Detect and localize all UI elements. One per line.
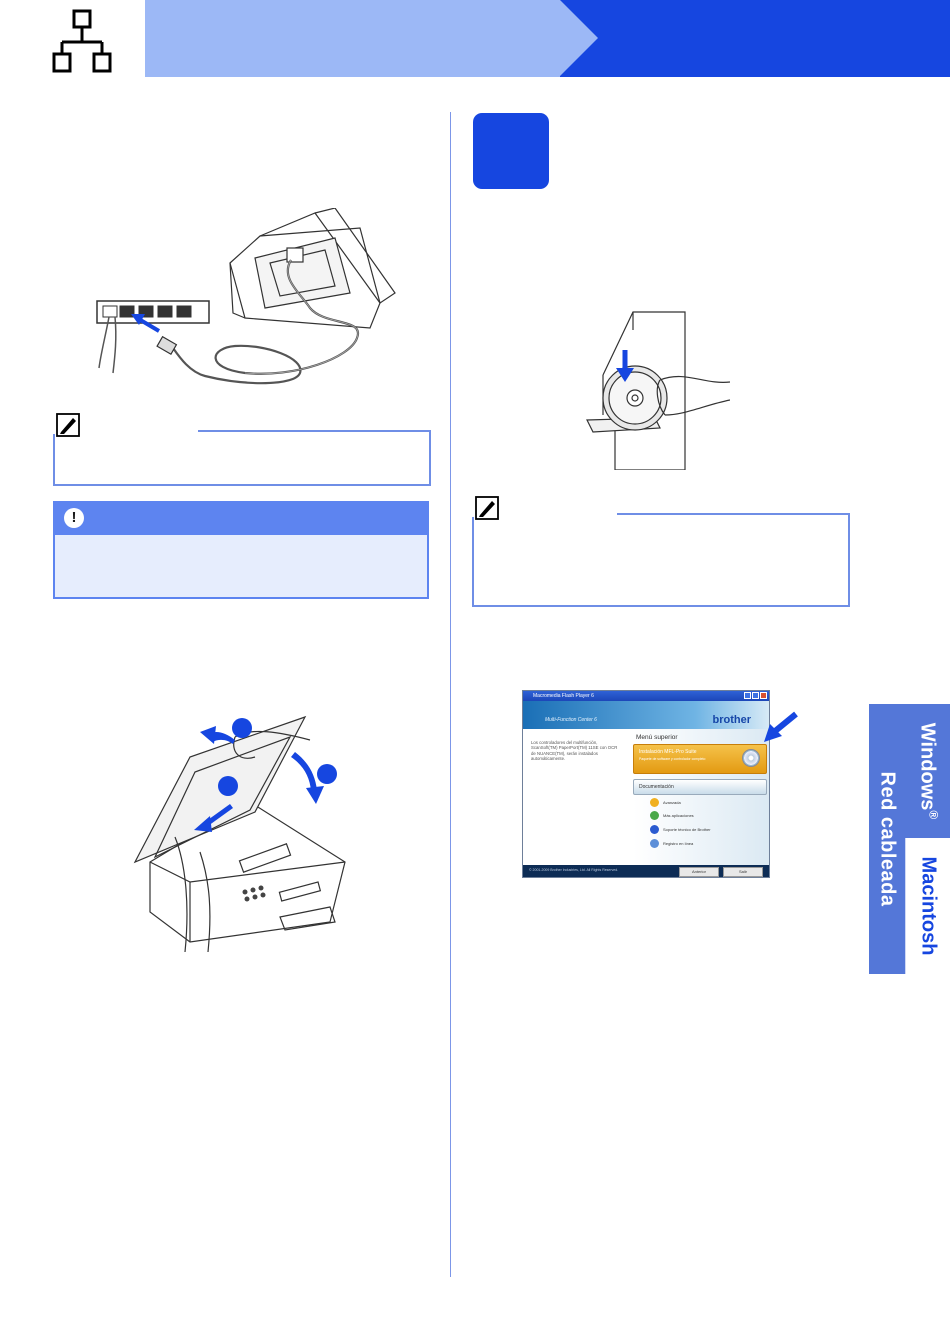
memo-pencil-icon [56, 413, 80, 437]
note-box-right [472, 513, 850, 607]
network-topology-icon [52, 9, 112, 73]
documentation-label: Documentación [639, 784, 674, 790]
maximize-icon[interactable] [752, 692, 759, 699]
window-banner: Multi-Function Center 6 brother [523, 701, 769, 729]
support-icon [650, 825, 659, 834]
header-arrow [560, 0, 598, 76]
menu-heading: Menú superior [636, 734, 678, 741]
note-box-left [53, 430, 431, 486]
documentation-button[interactable]: Documentación [633, 779, 767, 795]
registered-mark: ® [925, 810, 940, 820]
important-box-body [53, 535, 429, 599]
menu-item-advanced[interactable]: Avanzada [663, 800, 681, 805]
wired-network-label: Red cableada [876, 771, 899, 907]
back-button[interactable]: Anterior [679, 867, 719, 877]
window-title-bar: Macromedia Flash Player 6 [523, 691, 769, 701]
important-box-header [53, 501, 429, 535]
window-footer: © 2001-2009 Brother Industries, Ltd. All… [523, 865, 769, 877]
macintosh-label: Macintosh [917, 856, 939, 956]
menu-item-support[interactable]: Soporte técnico de Brother [663, 827, 711, 832]
header-band-dark [560, 0, 950, 77]
lan-cable-illustration [96, 208, 396, 385]
apps-icon [650, 811, 659, 820]
macintosh-tab: Macintosh [905, 838, 950, 974]
install-button-sub: Paquete de software y controlador comple… [639, 757, 706, 761]
cd-icon [742, 749, 760, 767]
gear-icon [650, 798, 659, 807]
header-band-light [145, 0, 605, 77]
column-divider [450, 112, 451, 1277]
exclamation-icon: ! [64, 508, 84, 528]
exit-button[interactable]: Salir [723, 867, 763, 877]
registration-icon [650, 839, 659, 848]
product-title: Multi-Function Center 6 [545, 717, 597, 723]
install-description: Los controladores del multifunción, Scan… [531, 740, 618, 762]
pointer-arrow-icon [764, 711, 798, 742]
install-mfl-pro-button[interactable]: Instalación MFL-Pro Suite Paquete de sof… [633, 744, 767, 774]
minimize-icon[interactable] [744, 692, 751, 699]
install-button-label: Instalación MFL-Pro Suite [639, 749, 697, 755]
note-header-gap [53, 426, 198, 434]
windows-tab: Windows® [905, 704, 950, 838]
copyright-text: © 2001-2009 Brother Industries, Ltd. All… [529, 868, 619, 872]
note-header-gap [472, 509, 617, 517]
menu-item-register[interactable]: Registro en línea [663, 841, 694, 846]
close-icon[interactable] [760, 692, 767, 699]
memo-pencil-icon [475, 496, 499, 520]
windows-text: Windows [916, 722, 939, 811]
insert-cd-illustration [586, 311, 730, 470]
close-scanner-cover-illustration [133, 715, 346, 952]
step-number-square [473, 113, 549, 189]
menu-item-more-apps[interactable]: Más aplicaciones [663, 813, 694, 818]
installer-window: Macromedia Flash Player 6 Multi-Function… [522, 690, 770, 878]
windows-label: Windows® [915, 723, 940, 819]
window-title: Macromedia Flash Player 6 [533, 693, 594, 699]
brand-logo: brother [712, 714, 752, 726]
wired-network-tab: Red cableada [869, 704, 905, 974]
